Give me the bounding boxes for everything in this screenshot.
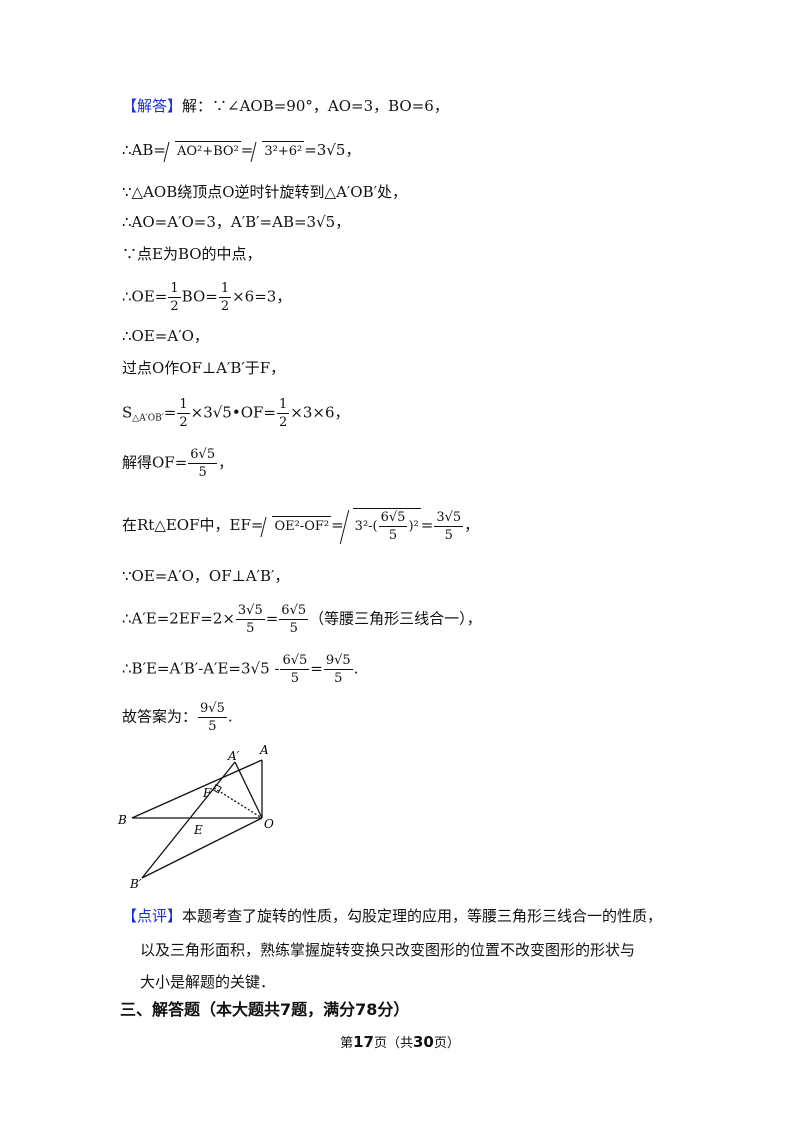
- comment-tag: 【点评】: [122, 907, 183, 925]
- comment-line-2: 以及三角形面积，熟练掌握旋转变换只改变图形的位置不改变图形的形状与: [140, 941, 636, 959]
- ab-line: ∴AB=AO²+BO²=3²+6²=3√5，: [122, 140, 360, 162]
- answer-intro: 【解答】解：∵∠AOB=90°，AO=3，BO=6，: [122, 97, 449, 115]
- label-B: B: [117, 813, 127, 827]
- rotation-line: ∵△AOB绕顶点O逆时针旋转到△A′OB′处，: [122, 183, 408, 201]
- answer-tag: 【解答】: [122, 97, 183, 115]
- oe-eq-line: ∴OE=A′O，: [122, 327, 209, 345]
- cond-line: ∵OE=A′O，OF⊥A′B′，: [122, 567, 290, 585]
- label-O: O: [264, 817, 274, 831]
- ao-line: ∴AO=A′O=3，A′B′=AB=3√5，: [122, 213, 351, 231]
- label-F: F: [202, 786, 212, 800]
- label-B1: B′: [129, 877, 142, 890]
- comment-line-1: 【点评】本题考查了旋转的性质，勾股定理的应用，等腰三角形三线合一的性质，: [122, 907, 663, 925]
- page-footer: 第17页（共30页）: [340, 1033, 460, 1051]
- comment-line-3: 大小是解题的关键．: [140, 973, 276, 991]
- label-E: E: [193, 823, 203, 837]
- perp-line: 过点O作OF⊥A′B′于F，: [122, 359, 286, 377]
- geometry-figure: A′ A F B E O B′: [117, 743, 274, 890]
- section-title: 三、解答题（本大题共7题，满分78分）: [120, 1000, 410, 1019]
- label-A1: A′: [227, 749, 240, 763]
- midpoint-line: ∵点E为BO的中点，: [122, 245, 262, 263]
- label-A: A: [259, 743, 269, 757]
